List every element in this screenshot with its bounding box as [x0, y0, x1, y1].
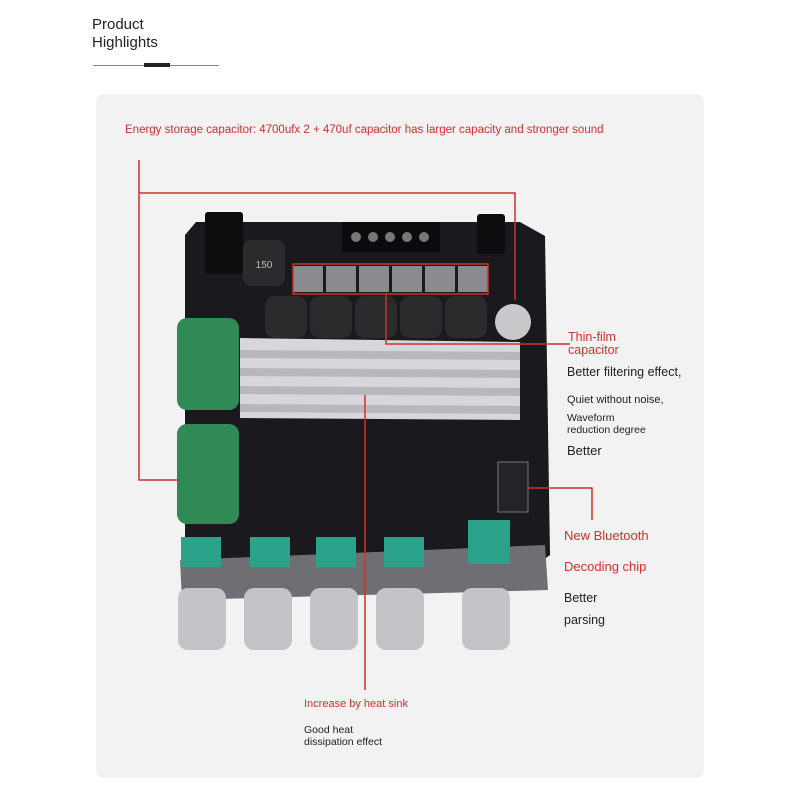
heat-sink-desc: Good heat dissipation effect	[304, 724, 382, 748]
thin-film-desc-2: Quiet without noise,	[567, 394, 664, 406]
knobs	[178, 588, 510, 650]
audio-jack	[477, 214, 505, 254]
capacitor-4700uf-2	[177, 424, 239, 524]
inductor-top	[243, 240, 285, 286]
heat-sink	[240, 338, 520, 420]
thin-film-desc-1: Better filtering effect,	[567, 365, 682, 379]
heat-sink-desc-2: dissipation effect	[304, 736, 383, 748]
thin-film-title: Thin-film capacitor	[568, 331, 619, 357]
heat-sink-title: Increase by heat sink	[304, 698, 408, 710]
energy-capacitor-callout: Energy storage capacitor: 4700ufx 2 + 47…	[125, 124, 604, 136]
bluetooth-desc-2: parsing	[564, 613, 605, 627]
film-capacitors	[293, 266, 488, 292]
thin-film-desc-3: Waveform reduction degree	[567, 412, 646, 436]
bluetooth-title-2: Decoding chip	[564, 559, 647, 574]
dc-jack	[205, 212, 243, 274]
thin-film-title-2: capacitor	[568, 343, 619, 357]
thin-film-desc-3a: Waveform	[567, 412, 615, 424]
thin-film-desc-4: Better	[567, 443, 602, 458]
inductor-top-label: 150	[256, 260, 273, 271]
section-header: Product Highlights	[92, 16, 158, 52]
capacitor-4700uf-1	[177, 318, 239, 410]
header-line2: Highlights	[92, 34, 158, 51]
thin-film-title-1: Thin-film	[568, 330, 616, 344]
bluetooth-module	[497, 461, 529, 513]
thin-film-desc-3b: reduction degree	[567, 424, 646, 436]
film-cap-highlight	[292, 263, 489, 295]
bluetooth-title-1: New Bluetooth	[564, 528, 649, 543]
capacitor-470uf	[495, 304, 531, 340]
header-line1: Product	[92, 16, 144, 33]
header-divider-accent	[144, 63, 170, 67]
callout-lines	[138, 160, 593, 690]
bluetooth-desc-1: Better	[564, 591, 598, 605]
inductor-row	[265, 296, 487, 338]
heat-sink-desc-1: Good heat	[304, 724, 354, 736]
potentiometers	[181, 520, 510, 567]
